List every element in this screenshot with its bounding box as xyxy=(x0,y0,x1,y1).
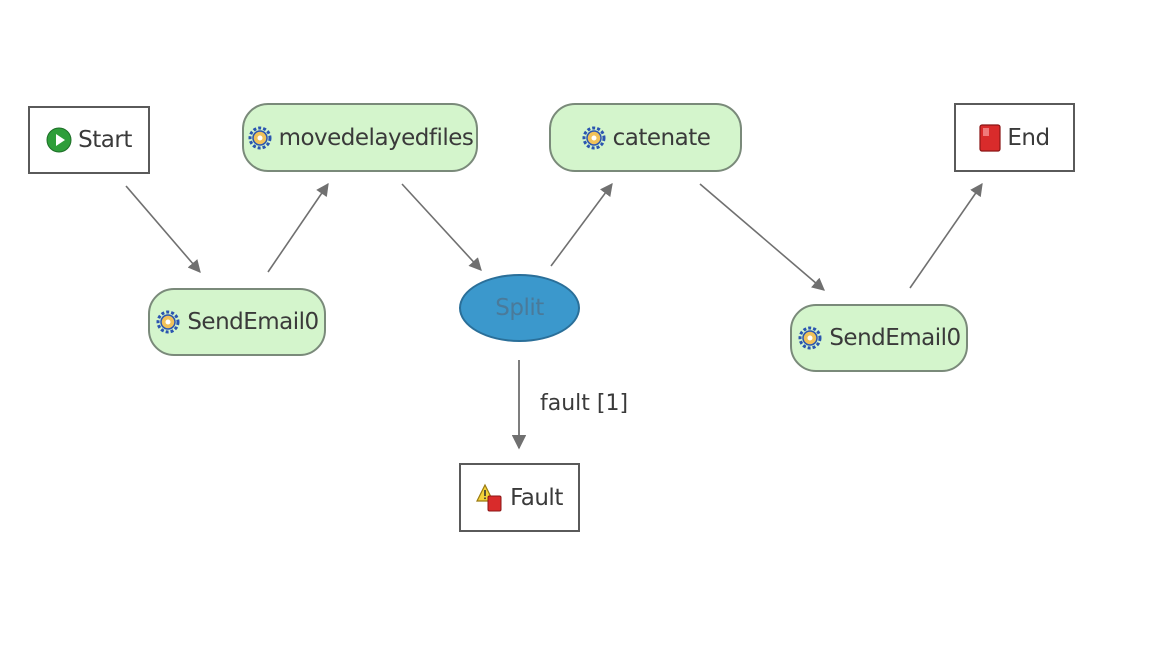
activity-sendemail-right[interactable]: SendEmail0 xyxy=(790,304,968,372)
edge-movedelayedfiles-to-split xyxy=(401,183,482,271)
edge-sendemail-to-end xyxy=(909,182,983,289)
start-icon xyxy=(46,127,72,153)
gear-icon xyxy=(247,125,273,151)
gear-icon xyxy=(581,125,607,151)
gear-icon xyxy=(155,309,181,335)
start-label: Start xyxy=(78,127,132,153)
activity-movedelayedfiles[interactable]: movedelayedfiles xyxy=(242,103,478,172)
activity-label: SendEmail0 xyxy=(829,325,961,351)
split-label: Split xyxy=(495,295,544,321)
edge-start-to-sendemail xyxy=(125,185,201,273)
edge-split-to-catenate xyxy=(550,182,613,267)
edge-label-fault: fault [1] xyxy=(540,391,629,416)
end-label: End xyxy=(1007,124,1050,151)
activity-label: catenate xyxy=(612,124,711,151)
start-node[interactable]: Start xyxy=(28,106,150,174)
warning-icon xyxy=(476,483,504,513)
stop-icon xyxy=(979,123,1001,152)
fault-label: Fault xyxy=(510,484,563,511)
edge-catenate-to-sendemail xyxy=(699,183,825,291)
gear-icon xyxy=(797,325,823,351)
fault-node[interactable]: Fault xyxy=(459,463,580,532)
split-gateway[interactable]: Split xyxy=(459,274,580,342)
activity-sendemail-left[interactable]: SendEmail0 xyxy=(148,288,326,356)
edge-sendemail-to-movedelayedfiles xyxy=(267,182,329,273)
activity-catenate[interactable]: catenate xyxy=(549,103,742,172)
activity-label: movedelayedfiles xyxy=(278,124,474,151)
end-node[interactable]: End xyxy=(954,103,1075,172)
activity-label: SendEmail0 xyxy=(187,309,319,335)
